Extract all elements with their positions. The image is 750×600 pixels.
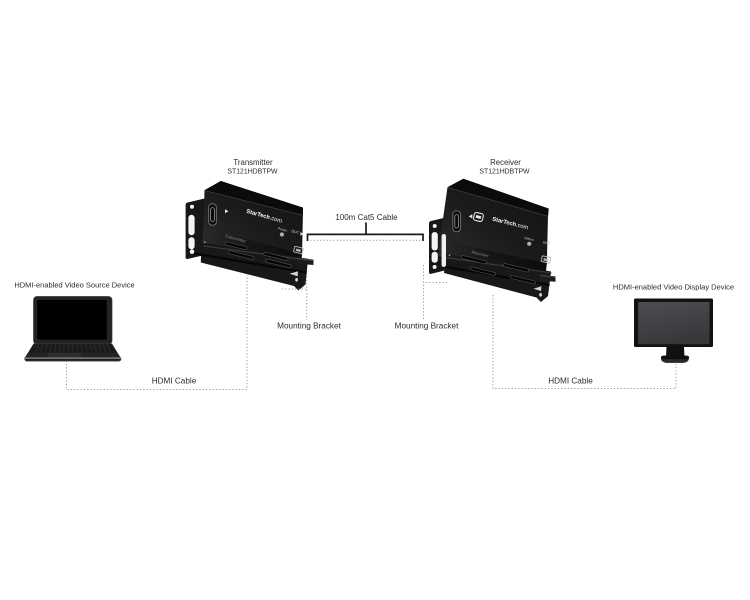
svg-text:Power: Power (277, 227, 288, 233)
svg-text:Receiver: Receiver (490, 158, 521, 167)
svg-text:ST121HDBTPW: ST121HDBTPW (479, 168, 530, 175)
svg-text:HDMI-enabled Video Display Dev: HDMI-enabled Video Display Device (613, 282, 734, 291)
svg-text:Mounting Bracket: Mounting Bracket (395, 322, 459, 331)
svg-text:ST121HDBTPW: ST121HDBTPW (227, 168, 278, 175)
svg-text:Transmitter: Transmitter (233, 158, 273, 167)
svg-text:Status: Status (524, 236, 535, 242)
svg-text:Transmitter: Transmitter (224, 233, 247, 244)
svg-text:HDMI Cable: HDMI Cable (152, 377, 197, 386)
svg-text:100m Cat5 Cable: 100m Cat5 Cable (335, 213, 398, 222)
svg-text:OUT: OUT (291, 229, 300, 235)
svg-text:HDMI Cable: HDMI Cable (548, 377, 593, 386)
svg-text:Receiver: Receiver (471, 249, 490, 258)
svg-text:Mounting Bracket: Mounting Bracket (277, 322, 341, 331)
svg-text:IN: IN (542, 241, 547, 246)
svg-text:HDMI-enabled Video Source Devi: HDMI-enabled Video Source Device (14, 280, 134, 289)
